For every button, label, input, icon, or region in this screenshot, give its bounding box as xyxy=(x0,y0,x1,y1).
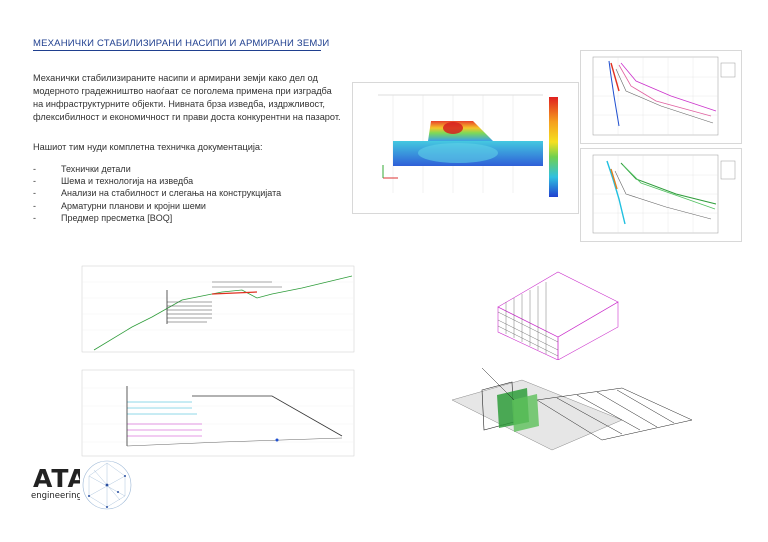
settlement-chart-2 xyxy=(580,148,742,242)
stress-contour-figure xyxy=(352,82,579,214)
list-item: -Арматурни планови и кројни шеми xyxy=(33,200,206,211)
cross-section-drawing-1 xyxy=(72,262,364,358)
intro-paragraph: Механички стабилизираните насипи и армир… xyxy=(33,73,341,122)
logo-wordmark: ATA xyxy=(33,464,88,493)
cross-section-drawing-2 xyxy=(72,366,364,462)
reinforcement-3d-2 xyxy=(442,360,704,472)
geodesic-logo-icon xyxy=(80,458,134,512)
page-title: МЕХАНИЧКИ СТАБИЛИЗИРАНИ НАСИПИ И АРМИРАН… xyxy=(33,38,330,49)
logo-subtitle: engineering xyxy=(31,491,82,501)
services-list: -Технички детали -Шема и технологија на … xyxy=(33,163,281,224)
reinforcement-3d-1 xyxy=(478,262,623,362)
list-item: -Технички детали xyxy=(33,164,131,174)
services-lead: Нашиот тим нуди комплетна техничка докум… xyxy=(33,142,263,152)
settlement-chart-1 xyxy=(580,50,742,144)
list-item: -Шема и технологија на изведба xyxy=(33,176,194,187)
list-item: -Предмер пресметка [BOQ] xyxy=(33,212,173,223)
list-item: -Анализи на стабилност и слегања на конс… xyxy=(33,188,282,199)
title-underline xyxy=(33,50,321,51)
